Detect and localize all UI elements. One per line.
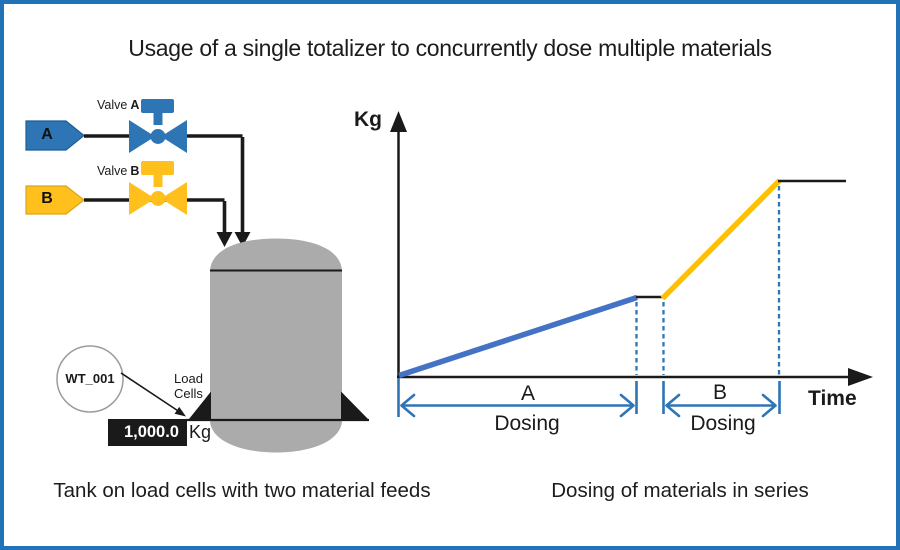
- span-b-material-label: B: [712, 381, 727, 404]
- valve-b-icon: [129, 161, 187, 215]
- span-b-arrow: [665, 393, 777, 418]
- dosing-a-line: [398, 294, 638, 379]
- chart-x-axis-arrowhead-icon: [848, 368, 873, 386]
- wt-leader-line: [120, 372, 180, 413]
- load-cell-right-icon: [341, 391, 368, 419]
- span-a-arrow: [400, 393, 635, 418]
- wt-leader-arrowhead-icon: [174, 406, 186, 417]
- feed-b-source-arrow: [25, 185, 85, 215]
- dosing-b-line: [660, 178, 782, 301]
- span-a-material-label: A: [520, 382, 535, 405]
- dashed-guides: [635, 186, 781, 375]
- pipe-a: [84, 134, 245, 233]
- span-a-dosing-label: Dosing: [494, 412, 560, 435]
- pipe-b-arrowhead-icon: [216, 232, 233, 247]
- valve-a-icon: [129, 99, 187, 153]
- weight-transmitter-tag: WT_001: [65, 371, 115, 386]
- right-caption: Dosing of materials in series: [551, 479, 809, 502]
- page-title: Usage of a single totalizer to concurren…: [128, 35, 772, 61]
- pipe-a-arrowhead-icon: [234, 232, 251, 247]
- load-cells-label: Load Cells: [174, 371, 203, 401]
- span-boundary-ticks: [397, 378, 781, 417]
- left-caption: Tank on load cells with two material fee…: [53, 479, 431, 502]
- tank-body: [210, 238, 342, 453]
- chart-y-axis-arrowhead-icon: [390, 111, 407, 132]
- weight-display-box: [108, 419, 187, 446]
- weight-unit: Kg: [189, 422, 212, 442]
- feed-a-source-arrow: [25, 120, 85, 151]
- weight-transmitter-bubble: [56, 345, 124, 413]
- feed-b-label: B: [41, 190, 53, 207]
- y-axis-label: Kg: [354, 108, 382, 131]
- weight-value: 1,000.0: [123, 423, 179, 441]
- load-cell-left-icon: [189, 391, 211, 419]
- span-b-dosing-label: Dosing: [690, 412, 756, 435]
- feed-a-label: A: [41, 126, 53, 143]
- x-axis-label: Time: [808, 387, 857, 410]
